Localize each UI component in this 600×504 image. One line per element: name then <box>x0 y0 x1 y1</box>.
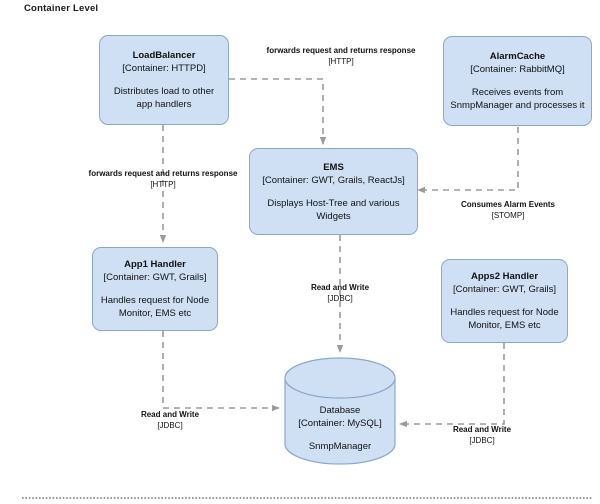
node-title: EMS <box>323 161 344 173</box>
node-title: Apps2 Handler <box>470 271 539 282</box>
edge-label-text: Read and Write <box>310 283 370 292</box>
node-alarmcache[interactable]: AlarmCache [Container: RabbitMQ] Receive… <box>443 36 592 126</box>
edge-app1-to-db <box>162 331 280 412</box>
node-technology: [Container: MySQL] <box>298 418 382 429</box>
edge-apps2-to-db <box>399 343 505 428</box>
edge-label-lb-to-ems: forwards request and returns response [H… <box>241 45 441 67</box>
edge-lb-to-ems <box>229 78 327 145</box>
node-app1-handler[interactable]: App1 Handler [Container: GWT, Grails] Ha… <box>92 247 218 331</box>
edge-label-text: Read and Write <box>140 410 200 419</box>
edge-label-text: forwards request and returns response <box>88 169 238 178</box>
edge-label-protocol: [JDBC] <box>469 436 495 445</box>
page-title: Container Level <box>24 3 99 14</box>
node-description: Handles request for Node Monitor, EMS et… <box>450 307 559 331</box>
edge-label-protocol: [JDBC] <box>327 294 353 303</box>
edge-label-app1-to-db: Read and Write [JDBC] <box>110 409 230 431</box>
node-description: Receives events from SnmpManager and pro… <box>450 87 585 111</box>
cylinder-shape <box>284 357 396 465</box>
edge-label-text: Consumes Alarm Events <box>461 200 555 209</box>
node-technology: [Container: GWT, Grails] <box>453 284 556 295</box>
edge-alarmcache-to-ems <box>417 127 519 194</box>
node-apps2-handler[interactable]: Apps2 Handler [Container: GWT, Grails] H… <box>441 259 568 343</box>
edge-label-protocol: [STOMP] <box>491 211 525 220</box>
edge-label-protocol: [HTTP] <box>150 180 176 189</box>
edge-label-alarmcache-to-ems: Consumes Alarm Events [STOMP] <box>428 199 588 221</box>
node-technology: [Container: HTTPD] <box>122 63 206 74</box>
edge-label-lb-to-app1: forwards request and returns response [H… <box>63 168 263 190</box>
edge-label-ems-to-db: Read and Write [JDBC] <box>280 282 400 304</box>
node-ems[interactable]: EMS [Container: GWT, Grails, ReactJs] Di… <box>249 148 418 235</box>
node-loadbalancer[interactable]: LoadBalancer [Container: HTTPD] Distribu… <box>99 35 229 125</box>
node-description: Displays Host-Tree and various Widgets <box>267 197 400 222</box>
edge-label-text: forwards request and returns response <box>266 46 416 55</box>
edge-label-protocol: [HTTP] <box>328 57 354 66</box>
edge-label-apps2-to-db: Read and Write [JDBC] <box>392 424 572 446</box>
node-title: AlarmCache <box>489 51 546 62</box>
node-description: Handles request for Node Monitor, EMS et… <box>100 295 210 319</box>
node-title: Database <box>319 405 361 416</box>
node-description: Distributes load to other app handlers <box>113 86 215 110</box>
node-technology: [Container: GWT, Grails] <box>103 272 207 283</box>
node-title: LoadBalancer <box>132 50 196 61</box>
node-description: SnmpManager <box>308 441 372 452</box>
edge-label-protocol: [JDBC] <box>157 421 183 430</box>
node-title: App1 Handler <box>124 259 186 270</box>
node-technology: [Container: GWT, Grails, ReactJs] <box>262 174 405 186</box>
node-technology: [Container: RabbitMQ] <box>470 64 565 75</box>
node-database[interactable]: Database [Container: MySQL] SnmpManager <box>284 357 396 465</box>
edge-label-text: Read and Write <box>452 425 512 434</box>
